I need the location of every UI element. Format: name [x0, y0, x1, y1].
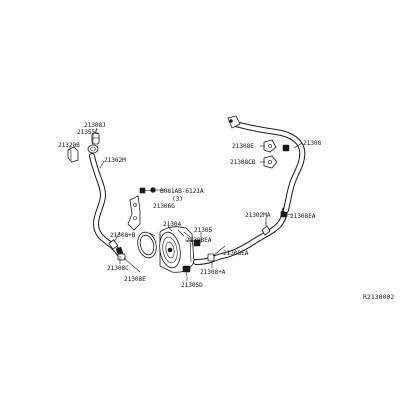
label-21304: 21304 [163, 221, 182, 228]
connector-21320b [67, 146, 79, 163]
bolt-b081ab [139, 187, 156, 194]
leader-lines [69, 127, 303, 281]
label-21306g: 21306G [153, 203, 175, 210]
label-21302m: 21302M [104, 157, 126, 164]
label-21305: 21305 [194, 227, 213, 234]
label-bolt-qty: (3) [172, 196, 183, 203]
label-21308e-left: 21308E [124, 276, 146, 283]
clamp-21308ea-mid [193, 239, 201, 247]
label-21308b-b: 21308+B [110, 232, 136, 239]
gasket-21305 [137, 231, 157, 259]
label-21308c: 21308C [107, 265, 129, 272]
lower-hose-21308a [193, 207, 288, 265]
clip-21308e-upper [263, 139, 277, 153]
clip-21355c [87, 144, 99, 154]
diagram-reference-code: R2130002 [363, 293, 394, 301]
oil-cooler-21304 [159, 226, 195, 273]
bracket-21306g [127, 195, 141, 231]
clamp-21308ea-low [207, 253, 215, 262]
part-labels: 21308J 21355C 21320B 21302M B081AB-6121A… [58, 122, 322, 289]
label-21308ea-mid: 21308EA [186, 237, 212, 244]
plug-21305d [182, 265, 191, 276]
label-21308cb: 21308CB [230, 159, 256, 166]
label-21305d: 21305D [181, 282, 203, 289]
label-21308: 21308 [303, 140, 322, 147]
clip-21308cb [263, 155, 278, 169]
clamp-upper-hose [282, 144, 290, 152]
left-hose-21302m [89, 153, 124, 259]
label-21308a: 21308+A [200, 269, 226, 276]
label-21355c: 21355C [77, 129, 99, 136]
fitting-upper-end [227, 115, 241, 129]
label-21302ma: 21302MA [245, 212, 271, 219]
clamp-21308b-b [108, 239, 119, 250]
label-21320b: 21320B [58, 142, 80, 149]
label-21308ea-right: 21308EA [290, 213, 316, 220]
label-21308ea-low: 21308EA [223, 250, 249, 257]
fitting-21308e-left [117, 253, 126, 261]
label-bolt: B081AB-6121A [160, 188, 204, 195]
label-21308j: 21308J [84, 122, 106, 129]
upper-hose-21308 [233, 121, 306, 213]
label-21308e-upper: 21308E [232, 143, 254, 150]
